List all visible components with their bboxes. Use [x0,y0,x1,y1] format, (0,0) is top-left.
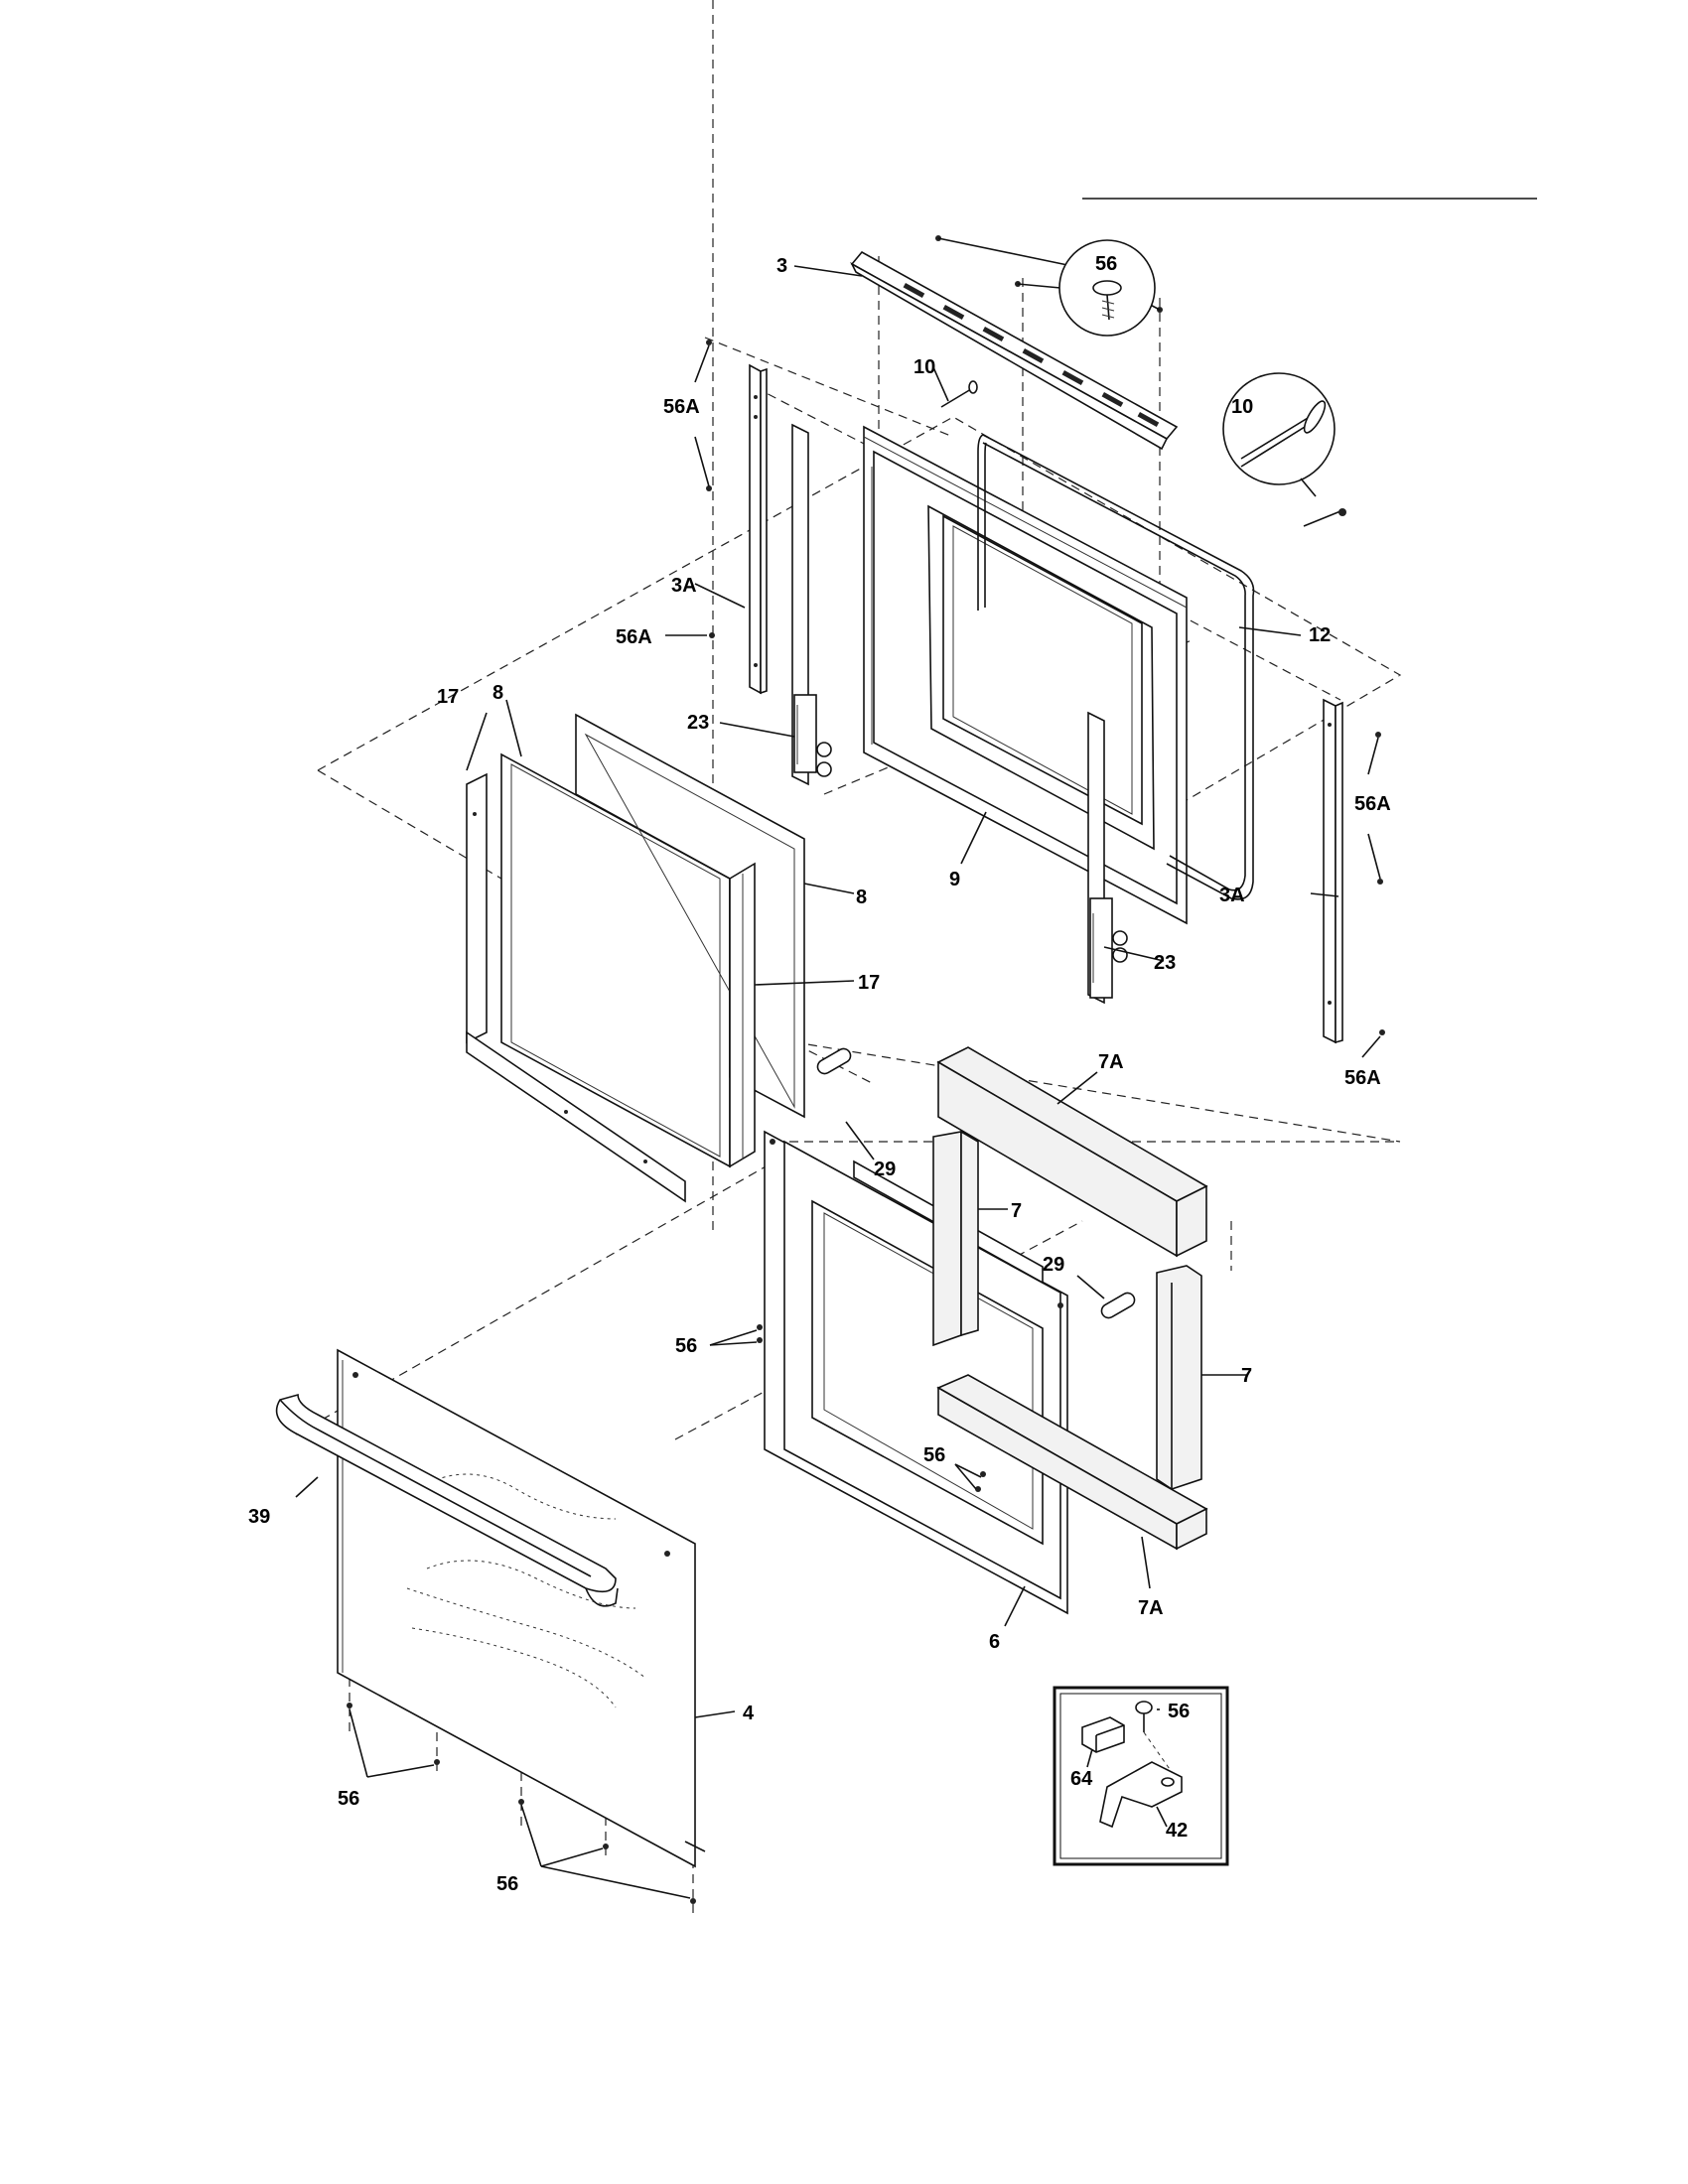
part-17-glass-frame-rear [466,772,686,1203]
part-39-door-handle [275,1393,619,1607]
screws-56a-right [1361,732,1385,1058]
label-part-29-right: 29 [1043,1254,1064,1276]
screw-10-left [932,366,978,408]
part-3a-right-side-trim [1323,698,1343,1044]
label-part-10-left: 10 [914,356,935,378]
label-part-23-right: 23 [1154,952,1176,974]
part-7-insulation-vertical-right [1156,1265,1202,1490]
screws-56-bottom-left [347,1703,440,1778]
screws-56-mid [709,1324,763,1346]
part-23-hinge-left [791,423,832,786]
label-part-56a-left: 56A [616,626,652,648]
label-part-6: 6 [989,1631,1000,1653]
part-17-glass-frame-front [729,862,756,1168]
label-part-56-mid: 56 [675,1335,697,1357]
label-part-56a-bottom-right: 56A [1344,1067,1381,1089]
label-part-23-left: 23 [687,712,709,734]
label-part-56-top: 56 [1095,253,1117,275]
label-part-8-left: 8 [492,682,503,704]
label-part-56-inner: 56 [923,1444,945,1466]
label-part-56a-right: 56A [1354,793,1391,815]
label-part-8-right: 8 [856,887,867,908]
label-part-7-right: 7 [1241,1365,1252,1387]
part-7a-insulation-bottom [936,1374,1208,1551]
label-part-56-inset: 56 [1168,1701,1190,1722]
label-part-4: 4 [743,1703,755,1724]
label-part-9: 9 [949,869,960,890]
part-12-door-gasket [977,434,1255,900]
screws-56a-left [694,340,715,638]
label-part-7a-bottom: 7A [1138,1597,1164,1619]
label-part-10-detail: 10 [1231,396,1253,418]
label-part-56-bottom-left: 56 [338,1788,359,1810]
screws-56-bottom-right [518,1799,696,1904]
label-part-7-left: 7 [1011,1200,1022,1222]
label-part-29-left: 29 [874,1159,896,1180]
part-7a-insulation-top [936,1046,1208,1258]
label-part-39: 39 [248,1506,270,1528]
label-part-7a-top: 7A [1098,1051,1124,1073]
screw-detail-callout-56 [1058,239,1156,337]
label-part-17-left: 17 [437,686,459,708]
label-part-64: 64 [1070,1768,1093,1790]
part-6-inner-door-panel [764,1130,1068,1615]
part-29-plug-left [816,1047,852,1075]
label-part-12: 12 [1309,624,1331,646]
inset-box-clip-detail [1053,1686,1229,1866]
part-23-hinge-right [1087,711,1128,1005]
screws-56-inner [954,1463,986,1492]
screw-detail-callout-10 [1222,372,1346,527]
label-part-3: 3 [776,255,787,277]
label-part-3a-left: 3A [671,575,697,597]
label-part-56-bottom: 56 [496,1873,518,1895]
label-part-3a-right: 3A [1219,885,1245,906]
part-labels: 3 56 10 56A 10 3A 56A 12 8 17 23 56A 8 9… [248,253,1391,1895]
part-29-plug-right [1100,1292,1136,1319]
label-part-56a-top-left: 56A [663,396,700,418]
part-3a-left-side-trim [749,363,768,695]
part-3-top-vent-trim [850,250,1179,451]
label-part-42: 42 [1166,1820,1188,1842]
part-7-insulation-vertical-left [932,1130,979,1347]
label-part-17-right: 17 [858,972,880,994]
leader-lines [295,265,1339,1828]
part-9-inner-door-frame [863,425,1188,925]
